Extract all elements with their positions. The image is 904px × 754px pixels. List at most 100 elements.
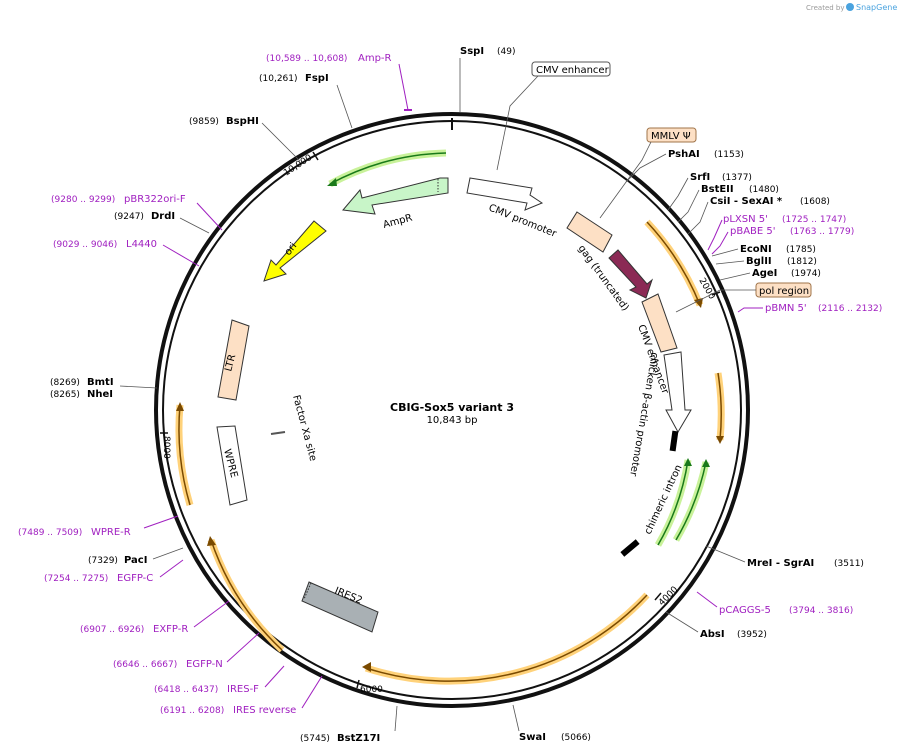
- site-srfi-name[interactable]: SrfI: [690, 172, 710, 183]
- site-bsphi-name[interactable]: BspHI: [226, 116, 259, 127]
- primer-pcaggs-name[interactable]: pCAGGS-5: [719, 605, 771, 616]
- ires2-feature[interactable]: [301, 581, 379, 633]
- orf-right-small-arrow: [716, 436, 724, 444]
- site-bsteii-pos: (1480): [749, 185, 779, 195]
- orf-egfp-arrow: [207, 536, 216, 546]
- site-bstz17i-leader: [394, 705, 398, 732]
- site-swai-name[interactable]: SwaI: [519, 732, 546, 743]
- ampr-feature[interactable]: [342, 177, 449, 215]
- site-fspi-pos: (10,261): [259, 74, 298, 84]
- primer-pbmn-leader: [737, 307, 763, 313]
- primer-exfp-r-leader: [193, 600, 230, 628]
- orf-bottom-arc[interactable]: [365, 594, 648, 682]
- site-sspi-name[interactable]: SspI: [460, 46, 484, 57]
- site-nhei-pos: (8265): [50, 390, 80, 400]
- cmv-promoter-label: CMV promoter: [487, 203, 559, 241]
- site-bmti-leader: [119, 385, 158, 389]
- site-sspi-pos: (49): [497, 47, 515, 57]
- tick-2000: [711, 291, 721, 296]
- primer-wpre-r-pos: (7489 .. 7509): [18, 528, 82, 538]
- primer-ires-reverse-leader: [301, 675, 323, 709]
- gag-label: gag (truncated): [576, 243, 631, 313]
- primer-egfp-n-leader: [226, 632, 260, 663]
- ltr-label: LTR: [223, 353, 238, 373]
- primer-l4440-pos: (9029 .. 9046): [53, 240, 117, 250]
- site-nhei-name[interactable]: NheI: [87, 389, 113, 400]
- primer-l4440-leader: [162, 244, 200, 267]
- site-absi-pos: (3952): [737, 630, 767, 640]
- ampr-label: AmpR: [382, 213, 414, 231]
- site-csii-leader: [687, 201, 709, 235]
- site-fspi-name[interactable]: FspI: [305, 73, 329, 84]
- orf-right-arrow: [694, 298, 703, 308]
- primer-ires-reverse-name[interactable]: IRES reverse: [233, 705, 296, 716]
- primer-egfp-n-name[interactable]: EGFP-N: [186, 659, 223, 670]
- wpre-feature[interactable]: [216, 425, 248, 506]
- primer-l4440-name[interactable]: L4440: [126, 239, 157, 250]
- primer-ires-f-pos: (6418 .. 6437): [154, 685, 218, 695]
- site-bsteii-name[interactable]: BstEII: [701, 184, 734, 195]
- site-absi-name[interactable]: AbsI: [700, 629, 725, 640]
- primer-wpre-r-name[interactable]: WPRE-R: [91, 527, 131, 538]
- primer-ampr-pos: (10,589 .. 10,608): [266, 54, 347, 64]
- site-paci-name[interactable]: PacI: [124, 555, 147, 566]
- orf-egfp-arc[interactable]: [210, 539, 283, 651]
- site-paci-pos: (7329): [88, 556, 118, 566]
- site-mrei-name[interactable]: MreI - SgrAI: [747, 558, 814, 569]
- site-bstz17i-name[interactable]: BstZ17I: [337, 733, 380, 744]
- site-bmti-name[interactable]: BmtI: [87, 377, 114, 388]
- primer-pbabe-name[interactable]: pBABE 5': [730, 226, 776, 237]
- cmv-enhancer-leader: [496, 75, 539, 171]
- site-pshai-name[interactable]: PshAI: [668, 149, 700, 160]
- primer-pbr322-name[interactable]: pBR322ori-F: [124, 194, 186, 205]
- cmv-enhancer-callout-box[interactable]: [531, 61, 611, 77]
- factor-xa-label: Factor Xa site: [290, 394, 318, 463]
- primer-exfp-r-name[interactable]: EXFP-R: [153, 624, 188, 635]
- gag-arrow-feature[interactable]: [608, 249, 654, 299]
- primer-pcaggs-leader: [696, 591, 718, 608]
- mmlv-callout-label: MMLV Ψ: [651, 131, 691, 142]
- chimeric-intron-arrow-2: [702, 459, 710, 467]
- site-mrei-pos: (3511): [834, 559, 864, 569]
- orf-bottom-glow: [364, 592, 650, 685]
- ltr-feature[interactable]: [217, 319, 250, 401]
- site-drdi-pos: (9247): [114, 212, 144, 222]
- primer-egfp-c-name[interactable]: EGFP-C: [117, 573, 153, 584]
- ori-feature[interactable]: [263, 220, 327, 282]
- site-bsphi-pos: (9859): [189, 117, 219, 127]
- site-pshai-leader: [625, 153, 667, 183]
- site-srfi-pos: (1377): [722, 173, 752, 183]
- cba-promoter-feature[interactable]: [663, 351, 692, 434]
- primer-pbabe-pos: (1763 .. 1779): [790, 227, 854, 237]
- primer-egfp-c-pos: (7254 .. 7275): [44, 574, 108, 584]
- site-drdi-name[interactable]: DrdI: [151, 211, 175, 222]
- cmv-promoter-feature[interactable]: [466, 177, 544, 211]
- pol-region-callout-label: pol region: [759, 286, 809, 297]
- mmlv-leader: [599, 141, 652, 219]
- orf-left-arc[interactable]: [178, 404, 191, 506]
- primer-plxsn-leader: [707, 219, 723, 251]
- mmlv-callout-box[interactable]: [646, 127, 697, 143]
- primer-plxsn-name[interactable]: pLXSN 5': [723, 214, 768, 225]
- site-agei-name[interactable]: AgeI: [752, 268, 777, 279]
- chimeric-intron-arc-2[interactable]: [675, 461, 707, 541]
- chimeric-intron-arrow-1: [684, 458, 692, 466]
- credit-brand: SnapGene: [856, 3, 897, 12]
- chimeric-intron-arc-1[interactable]: [657, 459, 689, 546]
- primer-egfp-n-pos: (6646 .. 6667): [113, 660, 177, 670]
- primer-pbr322-leader: [196, 202, 223, 231]
- site-bglii-name[interactable]: BglII: [746, 256, 772, 267]
- orf-top-arc[interactable]: [329, 152, 447, 185]
- site-swai-pos: (5066): [561, 733, 591, 743]
- primer-ampr-name[interactable]: Amp-R: [358, 53, 392, 64]
- primer-pbmn-name[interactable]: pBMN 5': [765, 303, 807, 314]
- site-agei-pos: (1974): [791, 269, 821, 279]
- primer-ires-f-name[interactable]: IRES-F: [227, 684, 259, 695]
- cmv-enhancer-feature[interactable]: [641, 293, 678, 353]
- chimeric-intron-marker: [620, 539, 640, 557]
- gag-box-feature[interactable]: [566, 211, 613, 253]
- site-econi-name[interactable]: EcoNI: [740, 244, 772, 255]
- orf-right-arc[interactable]: [646, 221, 701, 306]
- site-csii-name[interactable]: CsiI - SexAI *: [710, 196, 783, 207]
